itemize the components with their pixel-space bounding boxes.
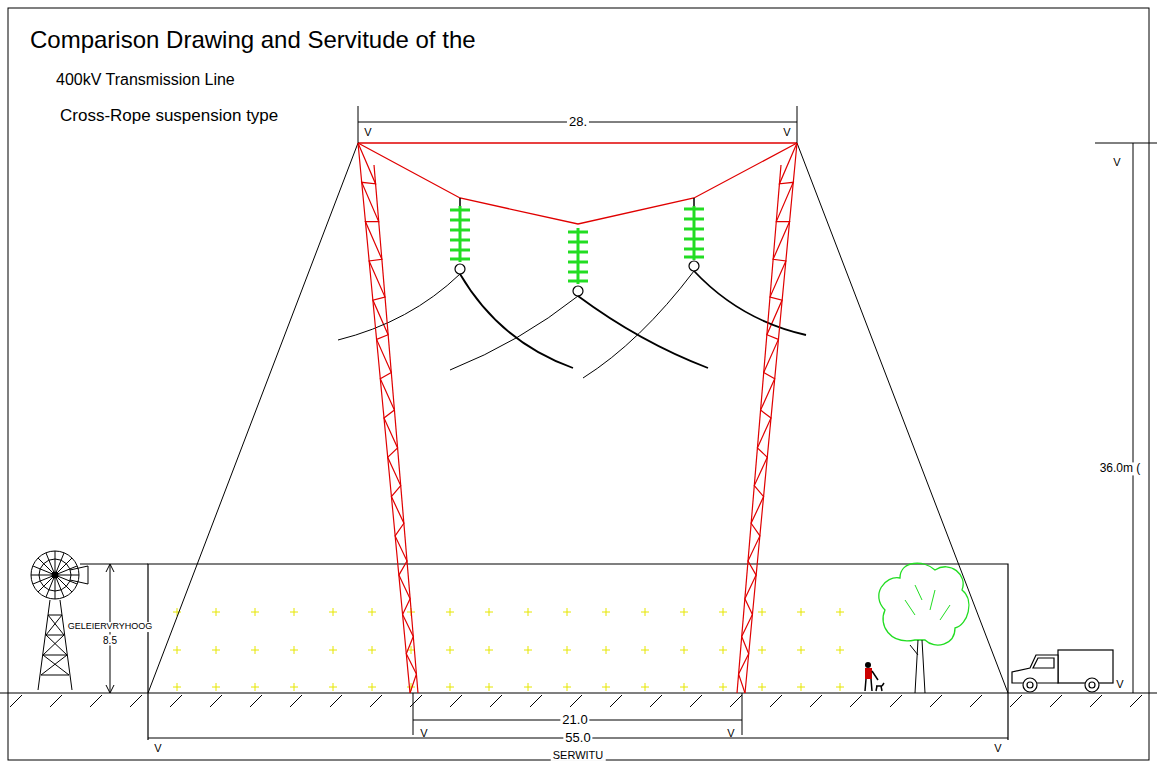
conductor-clamp [455, 261, 699, 296]
hanger [459, 198, 461, 206]
clearance-box [148, 564, 1008, 740]
dimension-mark: V [420, 727, 427, 739]
dimension-mark: V [994, 742, 1001, 754]
cross-rope [358, 143, 797, 224]
tower-rail [745, 143, 797, 693]
envelope-line [797, 143, 1008, 693]
dimension-value: 36.0m ( [1098, 462, 1143, 475]
dimension-mark: V [783, 126, 790, 138]
ground-line [0, 692, 1157, 693]
subtitle: Cross-Rope suspension type [60, 107, 278, 126]
insulator-string [450, 206, 704, 284]
servitude-label: SERWITU [551, 749, 606, 761]
dimension-value: 55.0 [563, 731, 592, 745]
sheet-title: Comparison Drawing and Servitude of the [30, 27, 476, 53]
tower-leg [358, 143, 416, 693]
dimension-mark: V [1116, 678, 1123, 690]
windmill [31, 551, 88, 690]
sheet-border [8, 8, 1149, 760]
tower-leg [739, 143, 797, 693]
dimension-mark: V [364, 126, 371, 138]
dimension-value: 21.0 [560, 713, 589, 727]
tower-rail [358, 143, 410, 693]
truck [1012, 650, 1113, 692]
dimension-mark: V [727, 727, 734, 739]
dimension-value: 28. [567, 115, 589, 129]
person [865, 662, 884, 691]
conductor [338, 271, 806, 378]
dimension-mark: V [154, 742, 161, 754]
tower-rail [374, 165, 418, 693]
dimension-line [358, 106, 797, 143]
cross-rope [358, 142, 797, 143]
dimension-line [1095, 143, 1157, 693]
hanger [693, 198, 695, 206]
dimension-value: 8.5 [101, 635, 119, 646]
dimension-mark: V [1113, 156, 1120, 168]
subtitle: 400kV Transmission Line [56, 71, 235, 89]
envelope-line [148, 143, 358, 693]
clearance-label: GELEIERVRYHOOG [66, 622, 155, 632]
ground-hatch [10, 695, 1142, 707]
tower-rail [737, 165, 781, 693]
tree [879, 563, 969, 693]
